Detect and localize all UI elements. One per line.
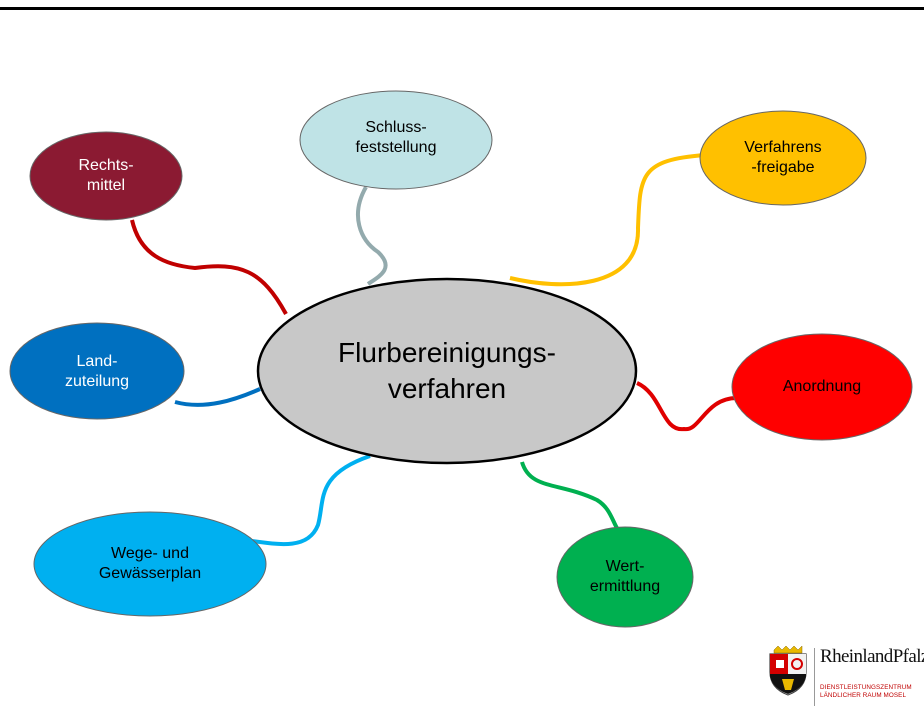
connector-wege-gewaesserplan [244, 454, 371, 547]
node-rechtsmittel-bubble [29, 131, 183, 221]
node-anordnung-bubble [731, 333, 913, 441]
coat-of-arms-icon [769, 646, 807, 696]
node-schlussfeststellung-bubble [299, 90, 493, 190]
connector-rechtsmittel [130, 219, 288, 315]
connector-verfahrensfreigabe [509, 153, 706, 287]
logo-subtitle: DIENSTLEISTUNGSZENTRUM LÄNDLICHER RAUM M… [820, 684, 912, 699]
connector-anordnung [636, 381, 738, 432]
connector-schlussfeststellung [356, 186, 388, 286]
node-wege-gewaesserplan-bubble [33, 511, 267, 617]
node-verfahrensfreigabe-bubble [699, 110, 867, 206]
rlp-logo: RheinlandPfalz DIENSTLEISTUNGSZENTRUM LÄ… [762, 640, 924, 710]
connector-landzuteilung [174, 387, 261, 407]
connector-wertermittlung [520, 461, 620, 532]
logo-name: RheinlandPfalz [820, 646, 924, 667]
node-landzuteilung-bubble [9, 322, 185, 420]
node-wertermittlung-bubble [556, 526, 694, 628]
logo-divider [814, 648, 815, 706]
center-bubble [256, 277, 638, 465]
top-rule [0, 7, 924, 10]
